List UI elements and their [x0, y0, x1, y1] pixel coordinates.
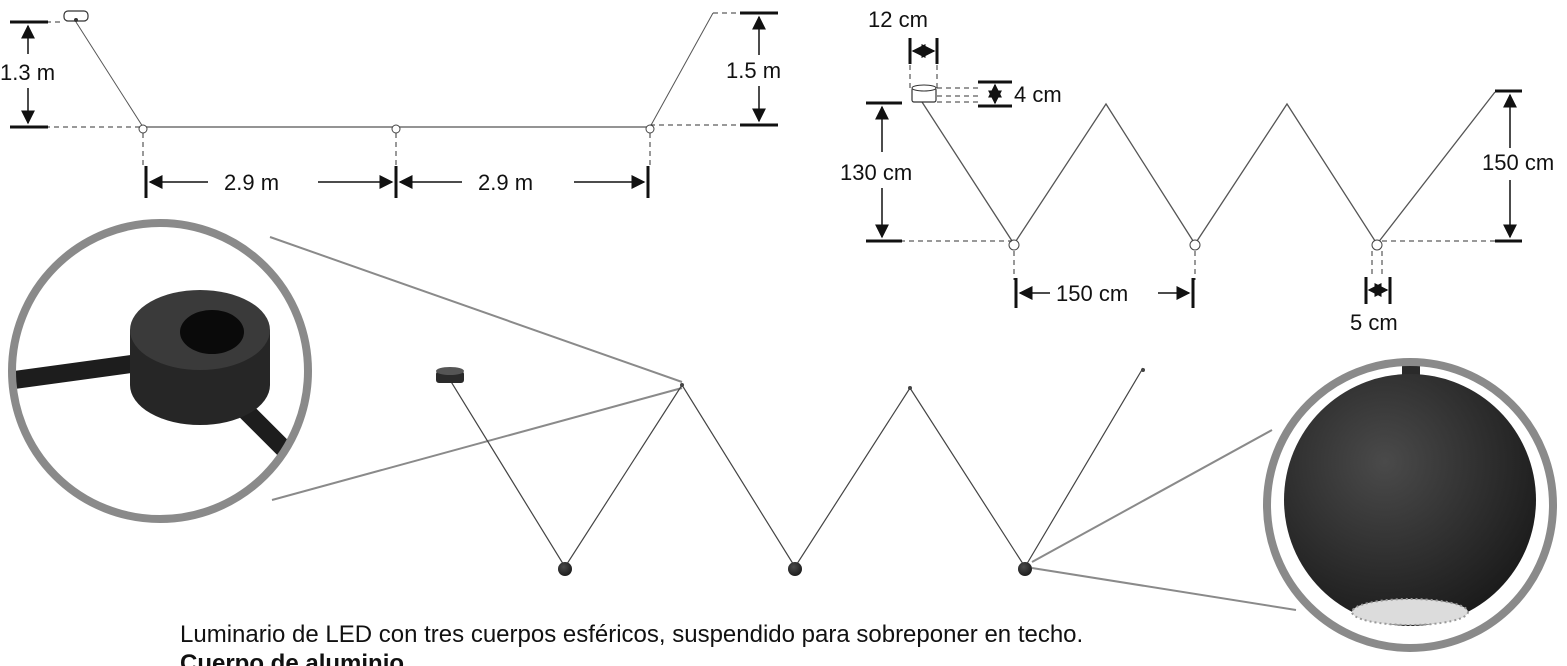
wire-left-diagonal [75, 21, 144, 128]
canopy-icon [911, 84, 937, 103]
dim-label-drop-left: 130 cm [840, 160, 912, 185]
dimension-diagram-left: 1.3 m 1.5 m 2.9 m 2.9 m [0, 10, 781, 198]
product-description: Luminario de LED con tres cuerpos esféri… [180, 621, 1084, 648]
sphere-node-3 [1371, 239, 1383, 251]
dim-label-drop-right: 1.5 m [726, 58, 781, 83]
dim-label-drop-left: 1.3 m [0, 60, 55, 85]
dim-label-canopy-width: 12 cm [868, 7, 928, 32]
product-material: Cuerpo de aluminio [180, 650, 405, 666]
wire-right-diagonal [649, 12, 714, 128]
canopy-icon [63, 10, 89, 22]
product-render [269, 236, 1297, 611]
zoom-sphere-detail [1263, 358, 1557, 652]
dim-label-span-2: 2.9 m [478, 170, 533, 195]
wire-zigzag [921, 91, 1496, 246]
render-wire [449, 367, 1144, 569]
dim-label-span: 150 cm [1056, 281, 1128, 306]
render-sphere-1 [558, 562, 572, 576]
dimension-diagram-right: 12 cm 4 cm 130 cm 150 cm 150 cm 5 cm [840, 7, 1554, 335]
render-canopy [436, 367, 464, 383]
sphere-node-2 [1189, 239, 1201, 251]
zoom-joint-detail [8, 219, 312, 523]
dim-label-span-1: 2.9 m [224, 170, 279, 195]
sphere-node-1 [138, 124, 148, 134]
render-sphere-3 [1018, 562, 1032, 576]
dim-label-sphere-width: 5 cm [1350, 310, 1398, 335]
sphere-node-1 [1008, 239, 1020, 251]
render-sphere-2 [788, 562, 802, 576]
dim-label-canopy-height: 4 cm [1014, 82, 1062, 107]
sphere-node-2 [391, 124, 401, 134]
sphere-node-3 [645, 124, 655, 134]
dim-label-drop-right: 150 cm [1482, 150, 1554, 175]
